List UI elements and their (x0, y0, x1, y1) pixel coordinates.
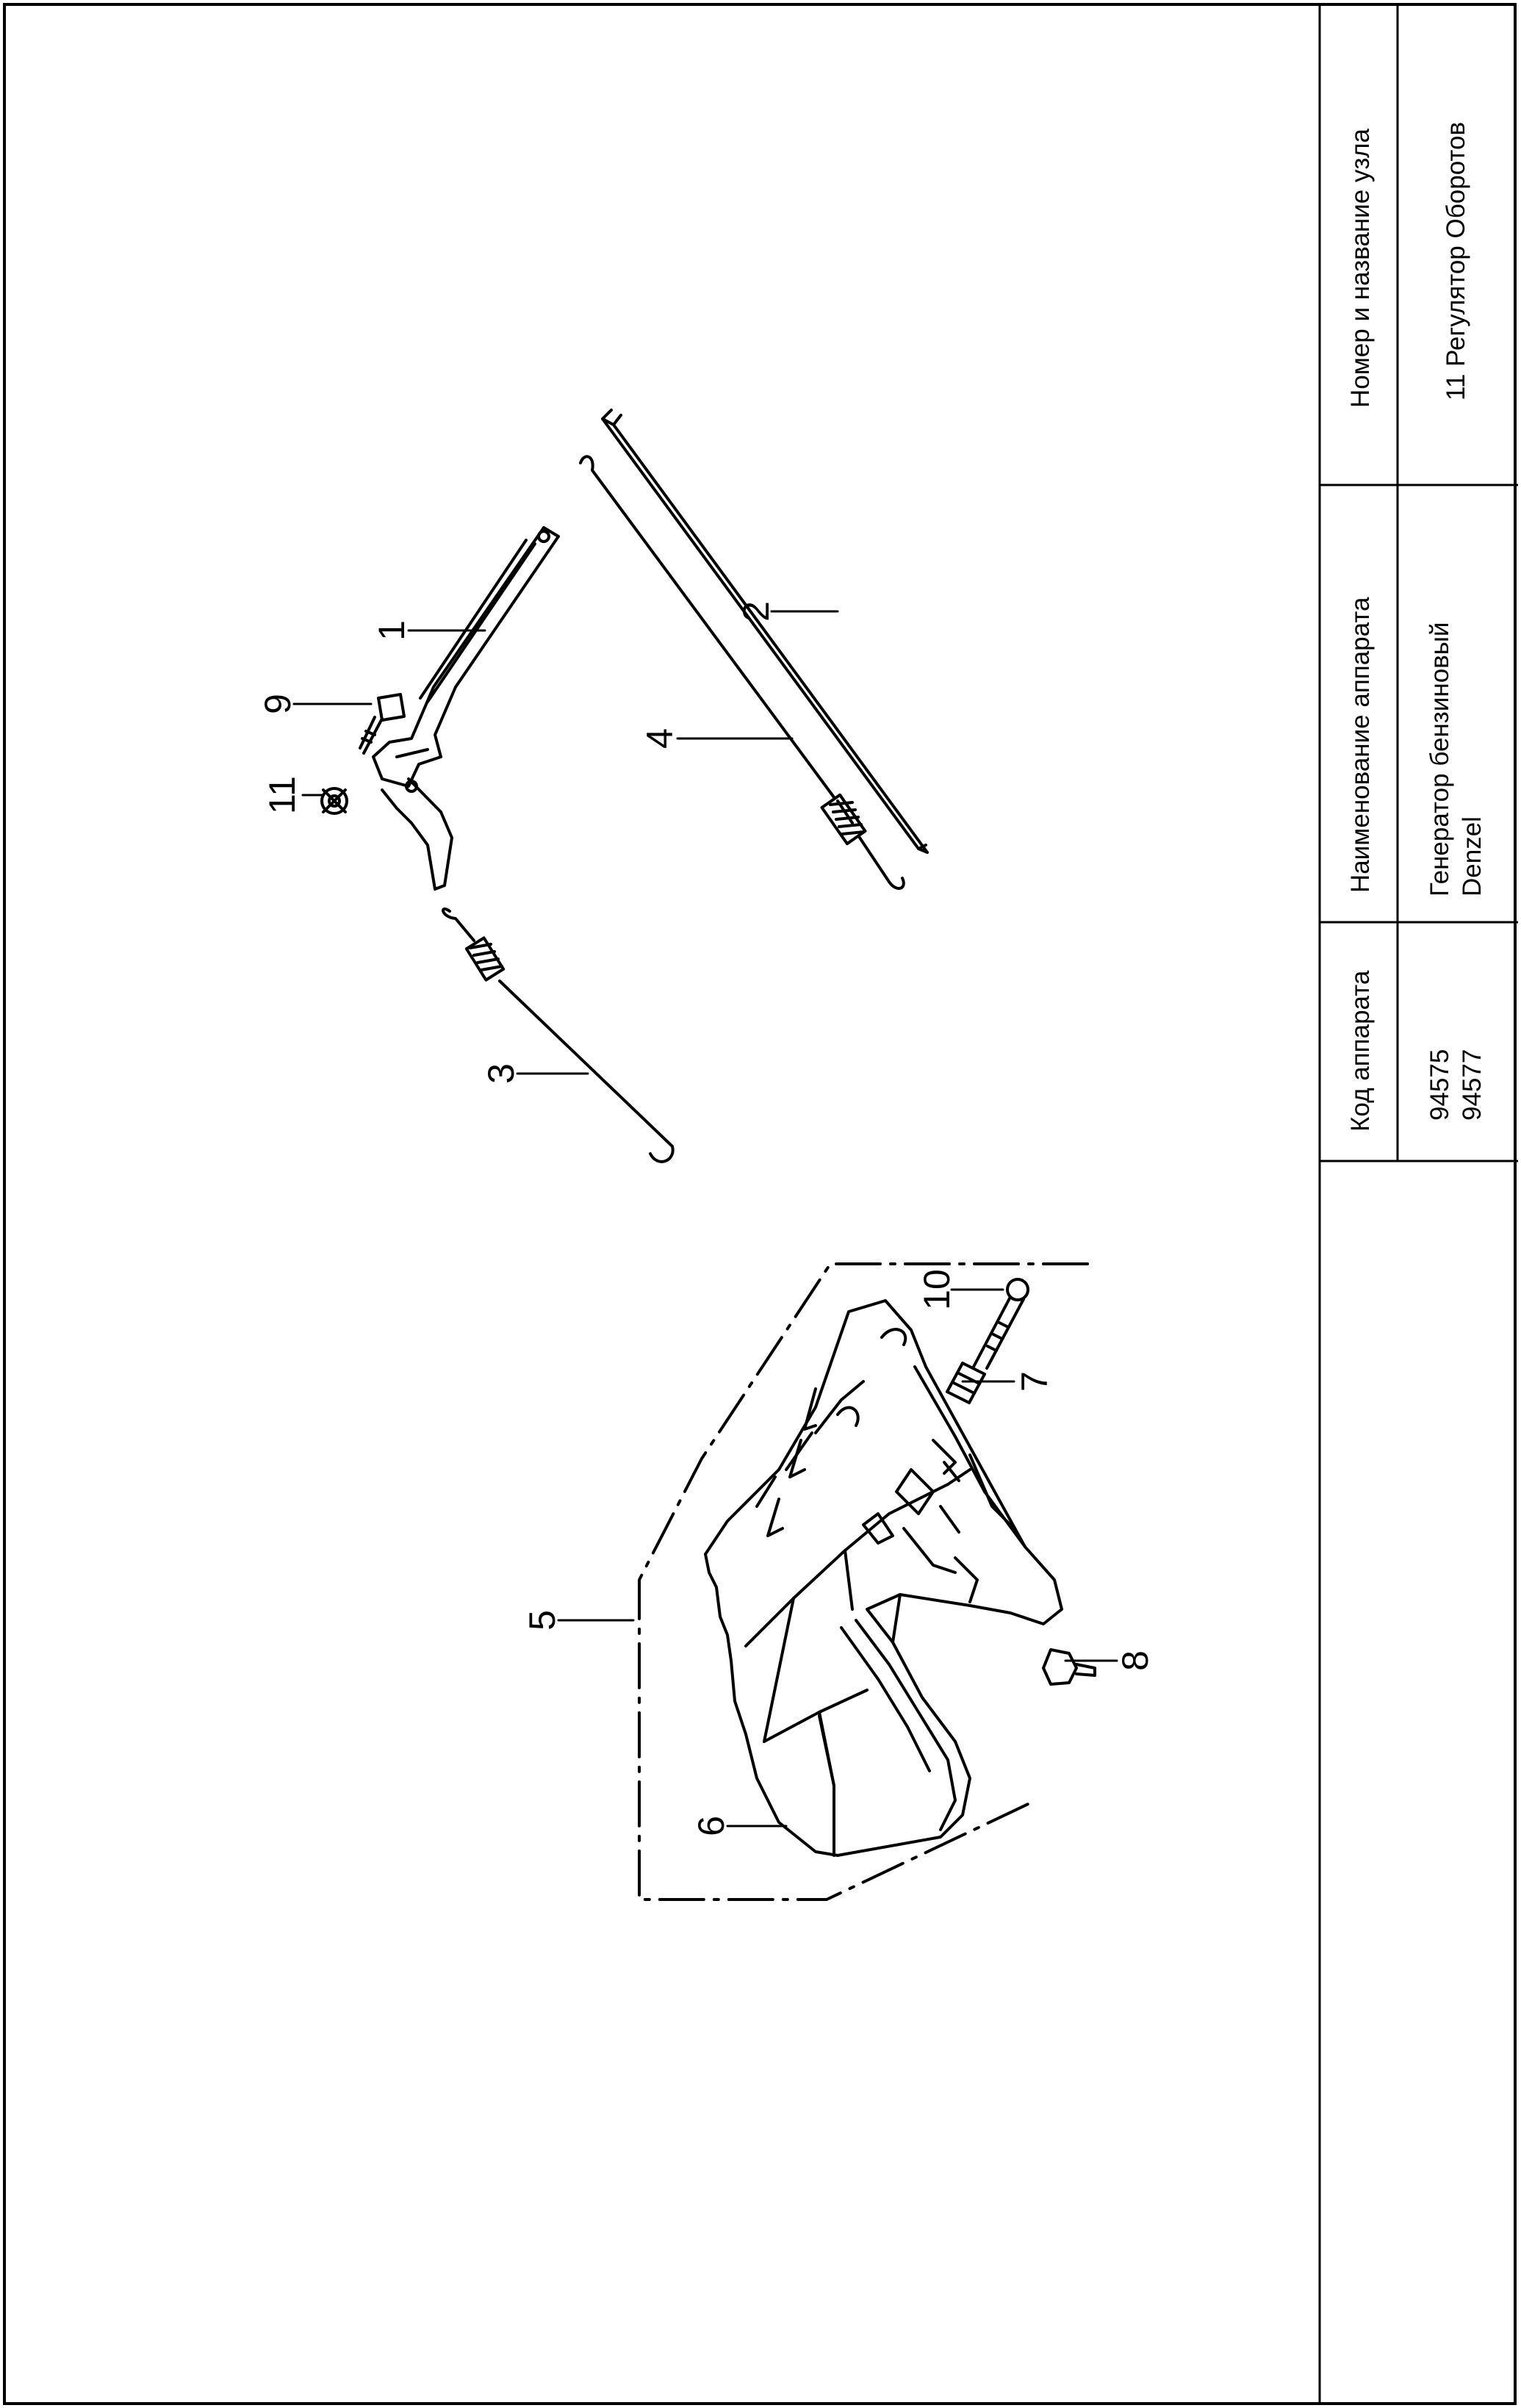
device-name-line-2: Denzel (1458, 816, 1486, 896)
callout-9: 9 (257, 694, 298, 714)
header-device-code: Код аппарата (1346, 970, 1375, 1132)
device-name-line-1: Генератор бензиновый (1425, 622, 1454, 896)
part-8-hex-bolt (1042, 1648, 1096, 1686)
callout-2: 2 (736, 601, 777, 622)
part-5-assembly-boundary (638, 1262, 1089, 1901)
part-6-housing (704, 1299, 1063, 1857)
header-device-name: Наименование аппарата (1346, 597, 1375, 893)
value-unit-name: 11 Регулятор Оборотов (1442, 121, 1470, 400)
part-3-spring-link (442, 908, 675, 1163)
part-9-screw (359, 693, 406, 755)
callout-10: 10 (916, 1269, 957, 1310)
part-2-rod (601, 409, 929, 854)
drawing-frame (3, 3, 1517, 2405)
callout-4: 4 (639, 728, 680, 749)
callout-1: 1 (371, 620, 412, 641)
header-unit-name: Номер и название узла (1346, 129, 1375, 408)
callout-7: 7 (1014, 1371, 1055, 1392)
part-11-nut (320, 787, 348, 815)
callout-3: 3 (481, 1063, 522, 1084)
device-code-1: 94575 (1425, 1049, 1454, 1121)
callout-5: 5 (522, 1610, 563, 1631)
part-1-governor-lever (372, 526, 560, 891)
value-device-codes: 94575 94577 (1424, 1049, 1489, 1121)
value-device-name: Генератор бензиновый Denzel (1424, 622, 1489, 896)
callout-8: 8 (1115, 1650, 1156, 1671)
part-7-spring (946, 1362, 986, 1404)
part-10-bolt (972, 1278, 1029, 1370)
callout-11: 11 (262, 776, 303, 814)
leader-lines (292, 610, 1118, 1827)
callout-6: 6 (691, 1816, 732, 1836)
callout-labels: 1 2 3 4 5 6 7 8 9 10 11 (257, 601, 1156, 1836)
part-4-spring-rod (579, 455, 905, 890)
title-block (1318, 6, 1518, 2402)
device-code-2: 94577 (1458, 1049, 1486, 1121)
